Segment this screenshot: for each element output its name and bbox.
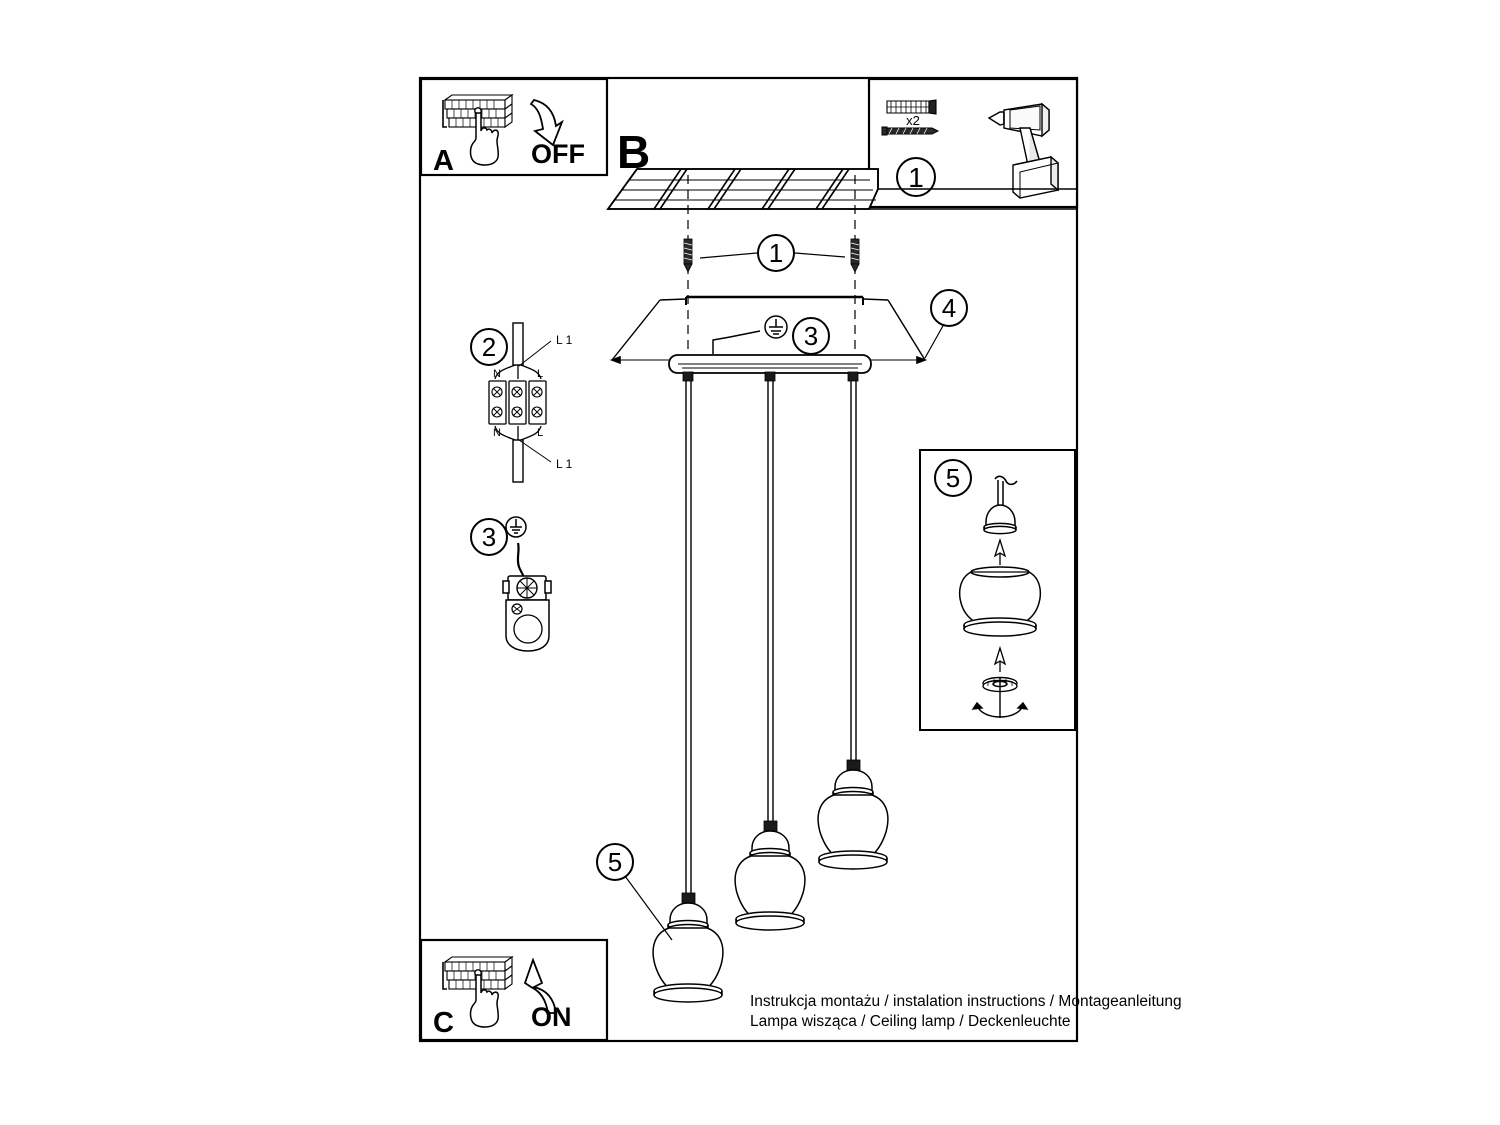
screw-icon [683,238,693,273]
parts-quantity-label: x2 [906,113,920,128]
callout-parts-step: 1 [896,157,936,197]
globe-shade-icon [959,566,1041,637]
power-drill-icon [987,102,1059,199]
earth-ground-symbol-icon [505,516,527,538]
screw-icon [850,238,860,273]
callout-step-3-number: 3 [482,522,496,552]
earth-bracket-icon [502,575,552,652]
ceiling-fixing-screws: 1 [683,175,860,374]
lamp-holder-icon [983,475,1018,535]
terminal-label-l-top: L [537,368,543,380]
callout-canopy: 4 [924,289,968,359]
callout-step-3: 3 [470,518,508,556]
terminal-label-n-top: N [493,368,501,380]
pendant-cable-icon [685,381,857,895]
callout-shade-main-number: 5 [608,847,622,877]
arrow-up-icon [523,957,558,1014]
callout-shade-main: 5 [596,843,673,941]
pendant-globe-shade-icon [652,892,724,1003]
arrow-down-icon [529,98,564,147]
canopy-mounting-plate-icon [609,295,928,382]
arrow-up-icon [993,537,1007,565]
lead-label-l1-top: L 1 [556,333,573,347]
panel-a-breaker-off: A OFF [419,77,609,177]
earth-ground-symbol-icon [764,315,788,339]
panel-a-action-label: OFF [531,139,585,169]
callout-shade-step-5-number: 5 [946,463,960,493]
callout-canopy-number: 4 [942,293,956,323]
callout-shade-step-5: 5 [934,459,972,497]
callout-earth-canopy: 3 [764,315,830,355]
panel-shade-step-5: 5 [919,449,1076,731]
panel-c-letter: C [433,1007,454,1039]
callout-ceiling-fix-number: 1 [769,238,783,268]
document-subtitle: Lampa wisząca / Ceiling lamp / Deckenleu… [750,1013,1071,1030]
step-2-wiring: 2 N L [470,322,573,483]
arrow-up-icon [993,645,1007,672]
terminal-label-n-bottom: N [493,427,501,439]
hand-pointing-icon [469,112,500,166]
document-title: Instrukcja montażu / instalation instruc… [750,993,1182,1010]
panel-a-letter: A [433,145,454,177]
panel-c-action-label: ON [531,1002,572,1032]
screw-icon [881,126,940,136]
callout-step-2-number: 2 [482,332,496,362]
pendant-globe-shade-icon [817,759,889,870]
rotate-arrow-icon [971,678,1029,718]
callout-earth-canopy-number: 3 [804,321,818,351]
lead-label-l1-bottom: L 1 [556,457,573,471]
panel-parts-step-1: x2 1 [867,77,1079,209]
callout-step-2: 2 [470,328,508,366]
wall-plug-icon [886,99,937,115]
terminal-block-icon [488,380,547,425]
callout-parts-step-number: 1 [908,162,924,193]
terminal-label-l-bottom: L [537,427,543,439]
pendant-globe-shade-icon [734,820,806,931]
hand-pointing-icon [469,974,500,1028]
callout-ceiling-fix: 1 [757,234,795,272]
page-border [418,76,1079,1043]
step-3-earth: 3 [470,516,552,652]
wood-plank-ceiling-icon [606,168,1077,210]
panel-c-breaker-on: C ON [419,938,609,1042]
